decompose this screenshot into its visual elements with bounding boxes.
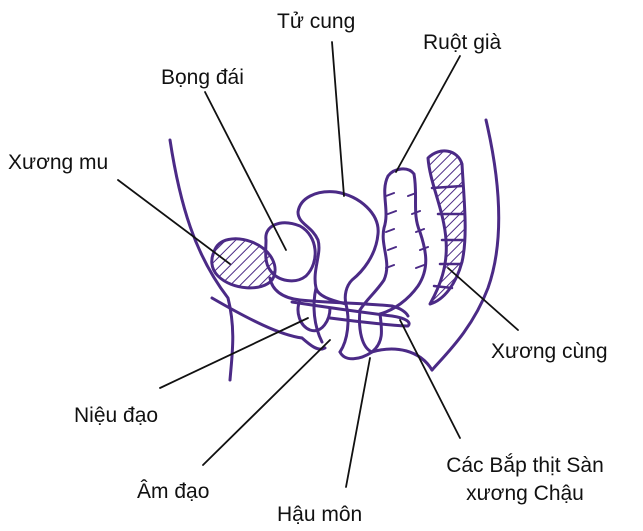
anus (360, 310, 382, 352)
label-xuong-mu: Xương mu (8, 151, 108, 175)
label-hau-mon: Hậu môn (277, 503, 362, 527)
leader-hau-mon (346, 358, 370, 487)
leader-xuong-mu (118, 180, 230, 264)
label-co-san-chau-line2: xương Chậu (420, 482, 630, 506)
pelvic-floor-muscles (292, 302, 409, 326)
label-xuong-cung: Xương cùng (491, 340, 608, 364)
leader-xuong-cung (448, 268, 518, 330)
leader-co-san-chau (400, 320, 460, 438)
uterus (298, 192, 378, 304)
leader-bong-dai (205, 92, 286, 250)
label-co-san-chau-line1: Các Bắp thịt Sàn (420, 454, 630, 478)
label-ruot-gia: Ruột già (423, 31, 501, 55)
large-intestine (360, 169, 426, 314)
large-intestine-wave (386, 193, 428, 268)
sacrum (428, 151, 465, 304)
bladder (266, 223, 316, 281)
leader-tu-cung (332, 42, 344, 196)
label-am-dao: Âm đạo (137, 480, 209, 504)
label-nieu-dao: Niệu đạo (74, 404, 158, 428)
label-tu-cung: Tử cung (277, 10, 355, 34)
label-bong-dai: Bọng đái (161, 66, 244, 90)
